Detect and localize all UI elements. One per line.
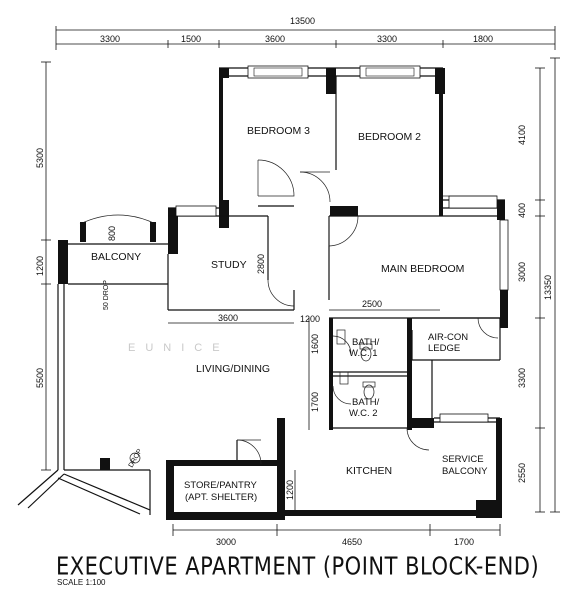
plan-title: EXECUTIVE APARTMENT (POINT BLOCK-END) bbox=[56, 552, 540, 581]
label-living-dining: LIVING/DINING bbox=[196, 363, 270, 375]
dim-right-5: 2550 bbox=[517, 463, 527, 483]
label-balcony: BALCONY bbox=[91, 251, 141, 263]
label-service-line1: SERVICE bbox=[442, 454, 484, 465]
dim-left-2: 1200 bbox=[35, 256, 45, 276]
label-bath2-line1: BATH/ bbox=[352, 397, 380, 408]
label-bedroom2: BEDROOM 2 bbox=[358, 131, 421, 143]
dim-bottom-1: 3000 bbox=[216, 537, 236, 547]
dim-right-total: 13350 bbox=[543, 275, 553, 300]
dim-top-3: 3600 bbox=[265, 34, 285, 44]
note-drop-left: 50 DROP bbox=[103, 280, 110, 310]
dim-top-4: 3300 bbox=[377, 34, 397, 44]
fixtures bbox=[129, 329, 376, 464]
label-aircon-line1: AIR-CON bbox=[428, 332, 468, 343]
dim-right-3: 3000 bbox=[517, 262, 527, 282]
windows bbox=[175, 65, 509, 423]
dim-corridor: 1200 bbox=[300, 314, 320, 324]
dim-study-width: 3600 bbox=[218, 313, 238, 323]
dim-main-bed-width: 2500 bbox=[362, 299, 382, 309]
dim-bottom-2: 4650 bbox=[342, 537, 362, 547]
label-store-line1: STORE/PANTRY bbox=[184, 480, 258, 491]
label-service-line2: BALCONY bbox=[442, 466, 488, 477]
label-kitchen: KITCHEN bbox=[346, 465, 392, 477]
watermark: EUNICE bbox=[128, 342, 230, 354]
dim-right-4: 3300 bbox=[517, 368, 527, 388]
dim-top-1: 3300 bbox=[100, 34, 120, 44]
dim-top-total: 13500 bbox=[290, 16, 315, 26]
angled-balcony bbox=[17, 458, 151, 515]
label-bath1-line1: BATH/ bbox=[352, 337, 380, 348]
dim-store: 1200 bbox=[285, 480, 295, 500]
room-labels: BEDROOM 3 BEDROOM 2 STUDY BALCONY MAIN B… bbox=[91, 125, 488, 503]
label-aircon-line2: LEDGE bbox=[428, 343, 460, 354]
dim-right-2: 400 bbox=[517, 203, 527, 218]
label-bath2-line2: W.C. 2 bbox=[349, 408, 378, 419]
label-main-bedroom: MAIN BEDROOM bbox=[381, 263, 464, 275]
dim-balcony-depth: 800 bbox=[107, 226, 117, 241]
dim-left-1: 5300 bbox=[35, 148, 45, 168]
dim-top-2: 1500 bbox=[181, 34, 201, 44]
dim-study-height: 2800 bbox=[256, 254, 266, 274]
dim-top-5: 1800 bbox=[473, 34, 493, 44]
dimension-lines bbox=[41, 26, 560, 536]
label-study: STUDY bbox=[211, 259, 247, 271]
dim-bottom-3: 1700 bbox=[454, 537, 474, 547]
plan-scale: SCALE 1:100 bbox=[57, 578, 106, 587]
doors bbox=[79, 159, 499, 465]
walls bbox=[57, 67, 508, 520]
dim-bath2: 1700 bbox=[310, 392, 320, 412]
dim-right-1: 4100 bbox=[517, 125, 527, 145]
label-bath1-line2: W.C. 1 bbox=[349, 348, 378, 359]
dim-left-3: 5500 bbox=[35, 368, 45, 388]
label-store-line2: (APT. SHELTER) bbox=[185, 492, 257, 503]
dim-bath1: 1600 bbox=[310, 334, 320, 354]
label-bedroom3: BEDROOM 3 bbox=[247, 125, 310, 137]
